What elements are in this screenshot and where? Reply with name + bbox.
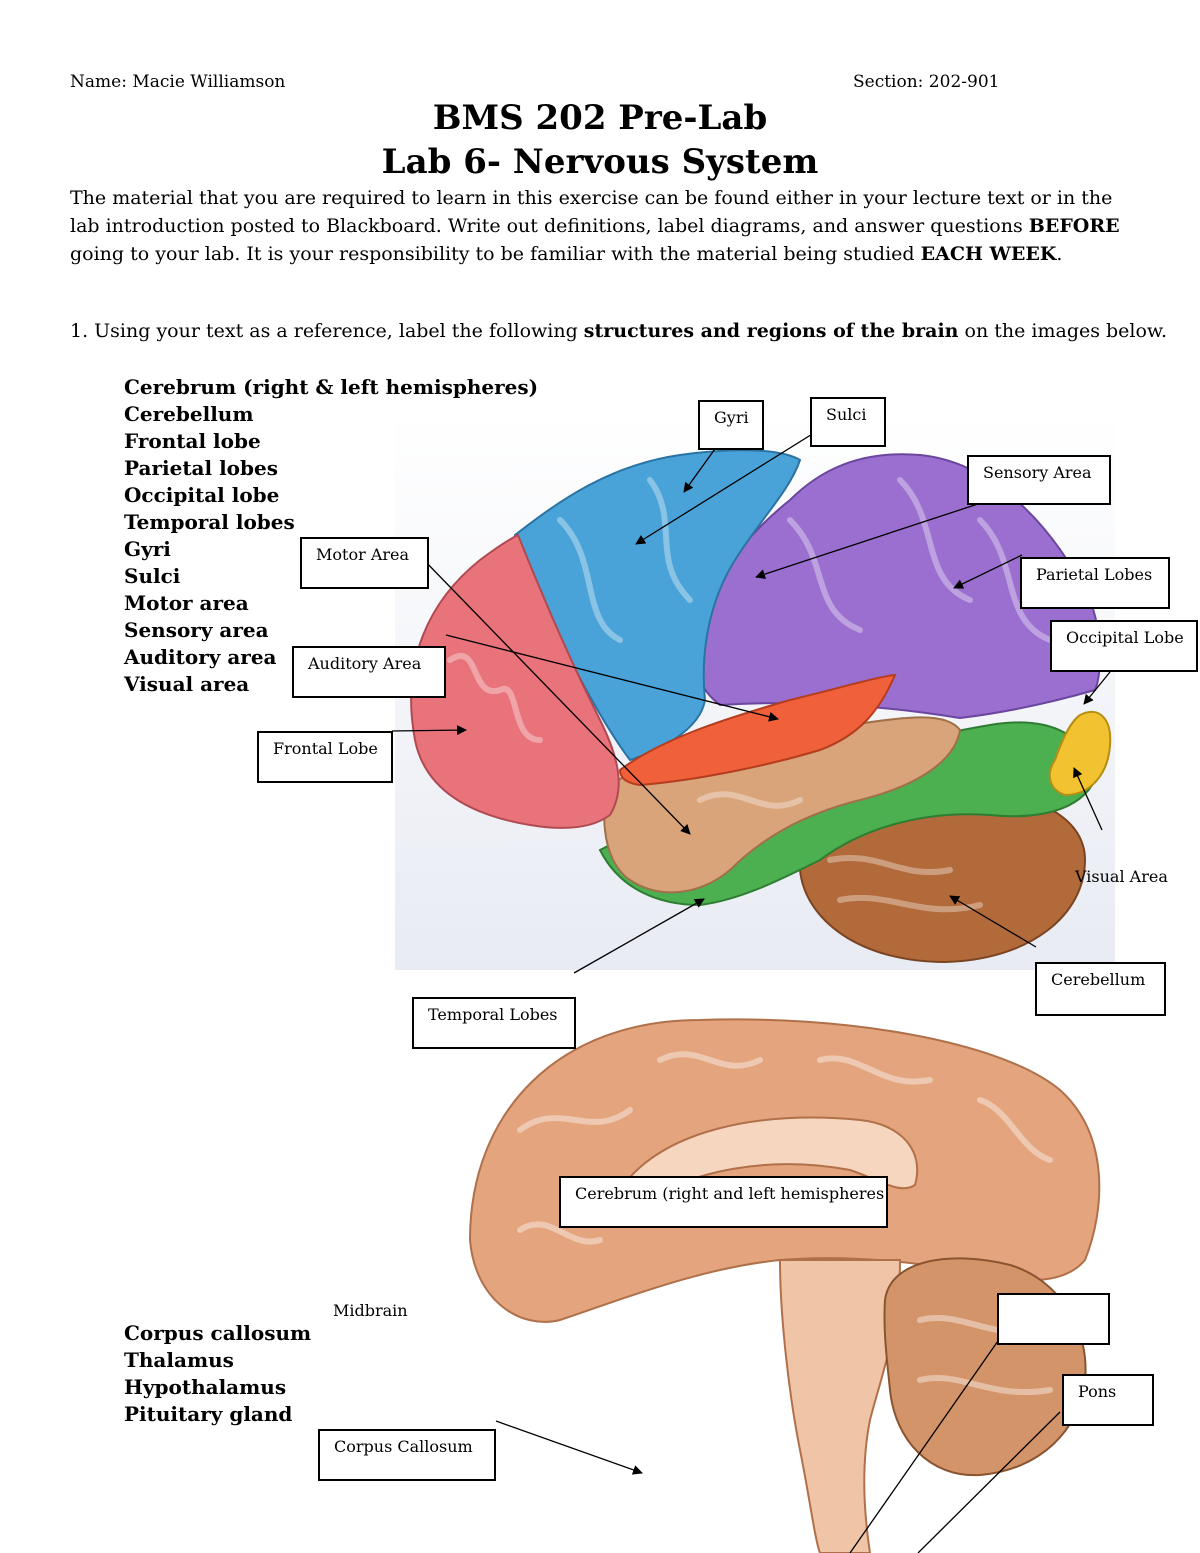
label-box-corpus-callosum[interactable]: Corpus Callosum: [318, 1429, 496, 1481]
auditory-region: [618, 673, 897, 787]
cerebellum-arrow: [949, 895, 1037, 948]
label-box-parietal-lobes[interactable]: Parietal Lobes: [1020, 557, 1170, 609]
intro-bold-before: BEFORE: [1028, 215, 1120, 237]
term-item: Corpus callosum: [124, 1321, 312, 1345]
question-1: 1. Using your text as a reference, label…: [70, 320, 1180, 342]
question-1-suffix: on the images below.: [958, 320, 1167, 342]
corpus-callosum-arrow: [495, 1420, 643, 1475]
label-box-sulci[interactable]: Sulci: [810, 397, 886, 447]
motor-area-arrow: [419, 555, 691, 835]
label-box-temporal-lobes[interactable]: Temporal Lobes: [412, 997, 576, 1049]
student-name: Name: Macie Williamson: [70, 72, 286, 92]
parietal-lobes-arrow: [953, 554, 1023, 589]
term-item: Hypothalamus: [124, 1375, 287, 1399]
top-term-list: Cerebrum (right & left hemispheres) Cere…: [124, 374, 538, 698]
label-box-sensory-area[interactable]: Sensory Area: [967, 455, 1111, 505]
term-item: Thalamus: [124, 1348, 234, 1372]
term-item: Gyri: [124, 537, 171, 561]
instructions-paragraph: The material that you are required to le…: [70, 184, 1140, 268]
term-item: Temporal lobes: [124, 510, 295, 534]
term-item: Parietal lobes: [124, 456, 278, 480]
frontal-lobe-arrow: [391, 725, 467, 736]
sagittal-cerebellum: [883, 1257, 1087, 1477]
intro-text-1: The material that you are required to le…: [70, 187, 1113, 237]
sulci-arrow: [635, 417, 839, 545]
term-item: Motor area: [124, 591, 249, 615]
intro-text-3: .: [1056, 243, 1063, 265]
temporal-lobes-arrow: [573, 898, 705, 974]
sagittal-brainstem: [778, 1259, 902, 1553]
sagittal-brain-illustration: [468, 1018, 1101, 1553]
label-box-frontal-lobe[interactable]: Frontal Lobe: [257, 731, 393, 783]
page-title: BMS 202 Pre-Lab: [432, 98, 768, 138]
question-1-prefix: 1. Using your text as a reference, label…: [70, 320, 584, 342]
intro-text-2: going to your lab. It is your responsibi…: [70, 243, 921, 265]
question-1-bold: structures and regions of the brain: [583, 320, 959, 342]
sagittal-cerebrum: [468, 1018, 1101, 1323]
lateral-brain-illustration: [410, 449, 1112, 964]
label-box-gyri[interactable]: Gyri: [698, 400, 764, 450]
term-item: Auditory area: [124, 645, 277, 669]
term-item: Sensory area: [124, 618, 269, 642]
label-visual-area: Visual Area: [1075, 867, 1168, 886]
label-box-motor-area[interactable]: Motor Area: [300, 537, 429, 589]
intro-bold-each-week: EACH WEEK: [920, 243, 1057, 265]
term-item: Visual area: [124, 672, 250, 696]
label-box-occipital-lobe[interactable]: Occipital Lobe: [1050, 620, 1198, 672]
term-item: Cerebrum (right & left hemispheres): [124, 375, 539, 399]
empty-box-pointer: [849, 1317, 1015, 1553]
label-midbrain: Midbrain: [333, 1301, 408, 1320]
label-box-pons[interactable]: Pons: [1062, 1374, 1154, 1426]
pons-pointer: [917, 1411, 1061, 1553]
occipital-lobe-arrow: [1083, 671, 1111, 705]
label-box-cerebrum[interactable]: Cerebrum (right and left hemispheres: [559, 1176, 888, 1228]
label-box-cerebellum[interactable]: Cerebellum: [1035, 962, 1166, 1016]
term-item: Pituitary gland: [124, 1402, 293, 1426]
visual-area-arrow: [1073, 767, 1103, 831]
page-subtitle: Lab 6- Nervous System: [381, 142, 819, 182]
section-number: Section: 202-901: [853, 72, 1000, 92]
auditory-area-arrow: [445, 634, 779, 722]
bottom-term-list: Corpus callosum Thalamus Hypothalamus Pi…: [124, 1320, 311, 1428]
term-item: Frontal lobe: [124, 429, 261, 453]
frontal-region: [410, 533, 620, 829]
term-item: Cerebellum: [124, 402, 254, 426]
term-item: Occipital lobe: [124, 483, 280, 507]
term-item: Sulci: [124, 564, 181, 588]
sensory-area-arrow: [755, 499, 991, 579]
label-box-auditory-area[interactable]: Auditory Area: [292, 646, 446, 698]
label-box-empty[interactable]: [997, 1293, 1110, 1345]
occipital-visual-region: [1048, 710, 1112, 797]
